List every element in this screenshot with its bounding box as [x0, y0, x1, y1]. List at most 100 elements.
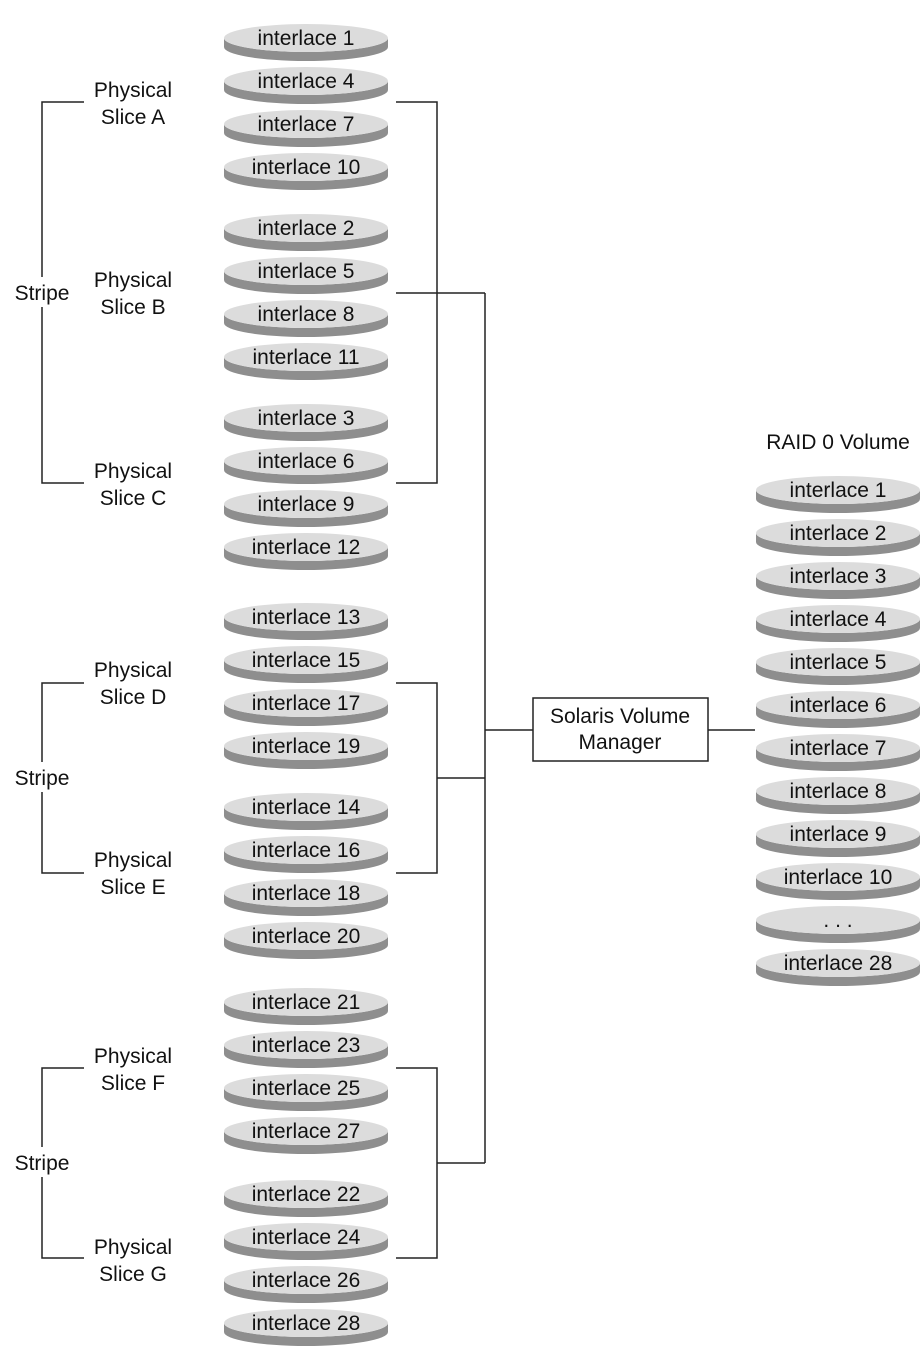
- slice-label-line2: Slice F: [101, 1072, 165, 1095]
- volume-disk: . . .: [756, 906, 920, 943]
- disk-edge: [224, 1194, 388, 1217]
- disk-label: interlace 3: [790, 565, 887, 588]
- disk-label: interlace 22: [252, 1183, 361, 1206]
- disk-top: [224, 1180, 388, 1208]
- volume-disk: interlace 9: [756, 820, 920, 857]
- disk-edge: [224, 1002, 388, 1025]
- disk-edge: [224, 271, 388, 294]
- disk-top: [224, 1074, 388, 1102]
- disk-label: interlace 1: [790, 479, 887, 502]
- disk-top: [224, 214, 388, 242]
- disk-label: interlace 18: [252, 882, 361, 905]
- slice-label-line2: Slice C: [100, 487, 167, 510]
- disk: interlace 23: [224, 1031, 388, 1068]
- disk-top: [224, 533, 388, 561]
- stripe-label: Stripe: [15, 282, 70, 305]
- disk: interlace 21: [224, 988, 388, 1025]
- disk: interlace 22: [224, 1180, 388, 1217]
- disk-label: interlace 2: [790, 522, 887, 545]
- disk-edge: [224, 38, 388, 61]
- disk: interlace 1: [224, 24, 388, 61]
- volume-disk: interlace 5: [756, 648, 920, 685]
- disk-edge: [224, 850, 388, 873]
- disk: interlace 17: [224, 689, 388, 726]
- disk-edge: [224, 746, 388, 769]
- slice-label-line2: Slice D: [100, 686, 167, 709]
- disk-label: interlace 4: [790, 608, 887, 631]
- disk-edge: [224, 1323, 388, 1346]
- volume-disk: interlace 8: [756, 777, 920, 814]
- volume-disk: interlace 6: [756, 691, 920, 728]
- disk-top: [224, 300, 388, 328]
- disk-edge: [224, 418, 388, 441]
- disk-label: interlace 16: [252, 839, 361, 862]
- disk-edge: [224, 1280, 388, 1303]
- disk-edge: [756, 705, 920, 728]
- disk-edge: [756, 791, 920, 814]
- solaris-volume-manager: Solaris Volume Manager: [532, 697, 709, 762]
- disk-edge: [756, 877, 920, 900]
- disk: interlace 5: [224, 257, 388, 294]
- disk-stack: interlace 2 interlace 5 interlace 8 interla…: [224, 214, 388, 380]
- disk-stack: interlace 13 interlace 15 interlace 17 inte…: [224, 603, 388, 769]
- disk-top: [224, 1031, 388, 1059]
- disk: interlace 27: [224, 1117, 388, 1154]
- disk-top: [756, 519, 920, 547]
- disk-label: interlace 15: [252, 649, 361, 672]
- volume-disk: interlace 4: [756, 605, 920, 642]
- disk: interlace 6: [224, 447, 388, 484]
- disk: interlace 16: [224, 836, 388, 873]
- disk-label: interlace 2: [258, 217, 355, 240]
- volume-disk: interlace 28: [756, 949, 920, 986]
- stripe-label-bg: [8, 762, 76, 792]
- manager-box: [532, 697, 709, 762]
- disk: interlace 8: [224, 300, 388, 337]
- disk-label: interlace 19: [252, 735, 361, 758]
- disk-edge: [756, 533, 920, 556]
- disk: interlace 19: [224, 732, 388, 769]
- disk-top: [224, 1117, 388, 1145]
- disk-top: [756, 863, 920, 891]
- disk-edge: [756, 834, 920, 857]
- volume-disk: interlace 1: [756, 476, 920, 513]
- connector-fg-bracket: [396, 1067, 438, 1259]
- disk-label: interlace 11: [252, 346, 359, 369]
- disk-top: [224, 1223, 388, 1251]
- disk-top: [756, 949, 920, 977]
- disk-label: interlace 4: [258, 70, 355, 93]
- disk-top: [224, 988, 388, 1016]
- disk-label: interlace 28: [252, 1312, 361, 1335]
- disk-edge: [224, 461, 388, 484]
- disk: interlace 25: [224, 1074, 388, 1111]
- disk-top: [224, 153, 388, 181]
- disk-label: interlace 5: [258, 260, 355, 283]
- disk-top: [224, 793, 388, 821]
- disk-label: interlace 5: [790, 651, 887, 674]
- disk: interlace 2: [224, 214, 388, 251]
- slice-label-line2: Slice B: [100, 296, 165, 319]
- disk: interlace 13: [224, 603, 388, 640]
- disk-label: interlace 9: [258, 493, 355, 516]
- disk-label: interlace 6: [258, 450, 355, 473]
- disk-edge: [224, 504, 388, 527]
- disk-edge: [756, 576, 920, 599]
- disk: interlace 11: [224, 343, 388, 380]
- disk-top: [224, 1309, 388, 1337]
- disk-label: interlace 7: [790, 737, 887, 760]
- disk-top: [756, 562, 920, 590]
- disk-label: interlace 14: [252, 796, 361, 819]
- disk-edge: [224, 617, 388, 640]
- disk-edge: [224, 357, 388, 380]
- disk-top: [224, 110, 388, 138]
- disk-edge: [756, 748, 920, 771]
- disk-top: [224, 1266, 388, 1294]
- disk: interlace 24: [224, 1223, 388, 1260]
- disk-top: [224, 257, 388, 285]
